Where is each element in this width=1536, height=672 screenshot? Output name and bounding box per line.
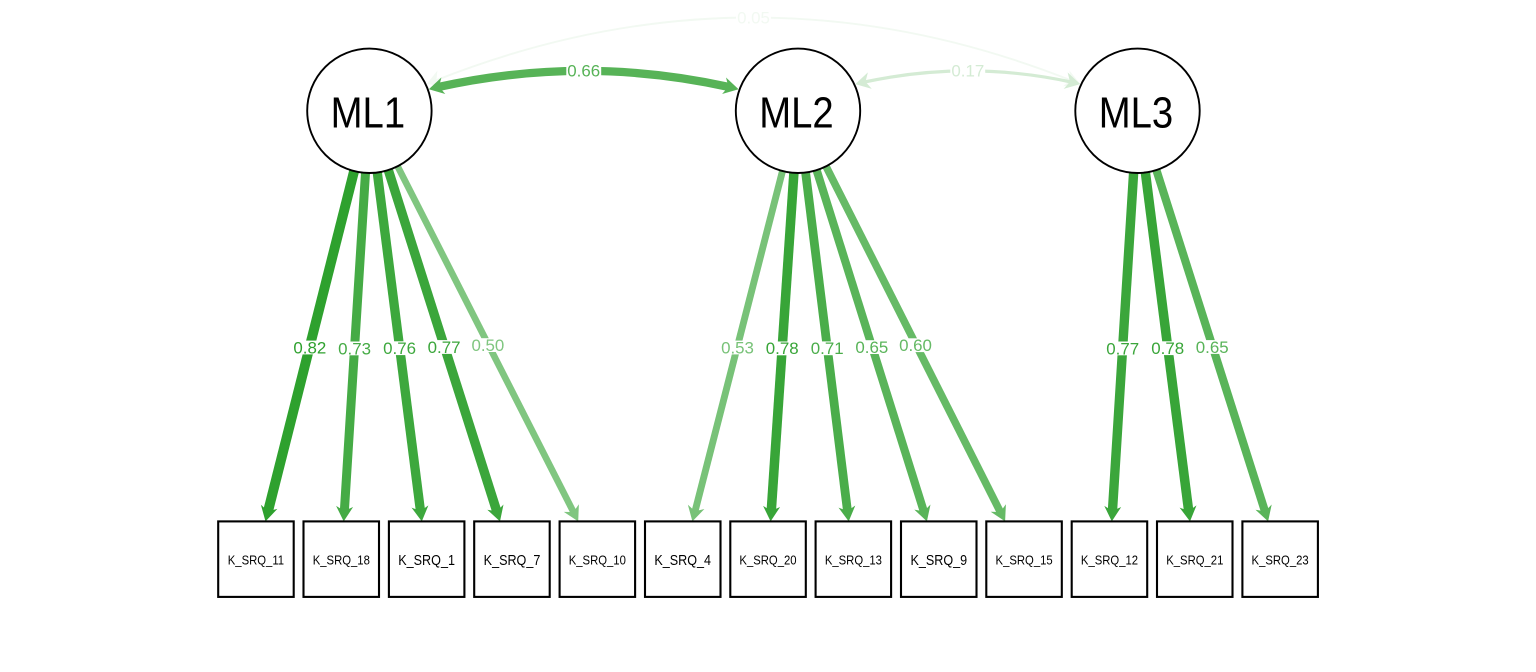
svg-text:ML2: ML2	[759, 88, 833, 137]
svg-text:K_SRQ_9: K_SRQ_9	[910, 552, 967, 568]
svg-text:0.53: 0.53	[721, 338, 754, 357]
svg-text:0.77: 0.77	[428, 338, 461, 357]
svg-text:0.50: 0.50	[471, 336, 504, 355]
svg-text:K_SRQ_1: K_SRQ_1	[398, 552, 455, 568]
svg-text:K_SRQ_23: K_SRQ_23	[1252, 553, 1309, 568]
svg-text:0.82: 0.82	[293, 338, 326, 357]
svg-text:0.71: 0.71	[811, 339, 844, 358]
svg-text:K_SRQ_20: K_SRQ_20	[739, 553, 796, 568]
svg-text:K_SRQ_4: K_SRQ_4	[654, 552, 711, 568]
svg-text:0.65: 0.65	[1196, 338, 1229, 357]
svg-text:ML3: ML3	[1099, 88, 1173, 137]
svg-text:K_SRQ_10: K_SRQ_10	[569, 553, 626, 568]
svg-text:K_SRQ_18: K_SRQ_18	[313, 553, 370, 568]
svg-text:0.76: 0.76	[383, 339, 416, 358]
svg-text:0.60: 0.60	[899, 336, 932, 355]
svg-text:K_SRQ_21: K_SRQ_21	[1166, 553, 1223, 568]
svg-text:K_SRQ_12: K_SRQ_12	[1081, 553, 1138, 568]
svg-text:0.17: 0.17	[951, 62, 984, 81]
svg-text:K_SRQ_13: K_SRQ_13	[825, 553, 882, 568]
svg-text:0.65: 0.65	[855, 338, 888, 357]
svg-text:0.78: 0.78	[1151, 339, 1184, 358]
svg-text:0.05: 0.05	[737, 8, 770, 27]
svg-text:0.78: 0.78	[766, 339, 799, 358]
svg-text:0.77: 0.77	[1106, 339, 1139, 358]
svg-text:0.66: 0.66	[567, 62, 600, 81]
svg-text:0.73: 0.73	[338, 339, 371, 358]
svg-text:K_SRQ_15: K_SRQ_15	[996, 553, 1053, 568]
svg-text:ML1: ML1	[331, 88, 405, 137]
svg-text:K_SRQ_11: K_SRQ_11	[228, 553, 285, 568]
svg-text:K_SRQ_7: K_SRQ_7	[484, 552, 541, 568]
